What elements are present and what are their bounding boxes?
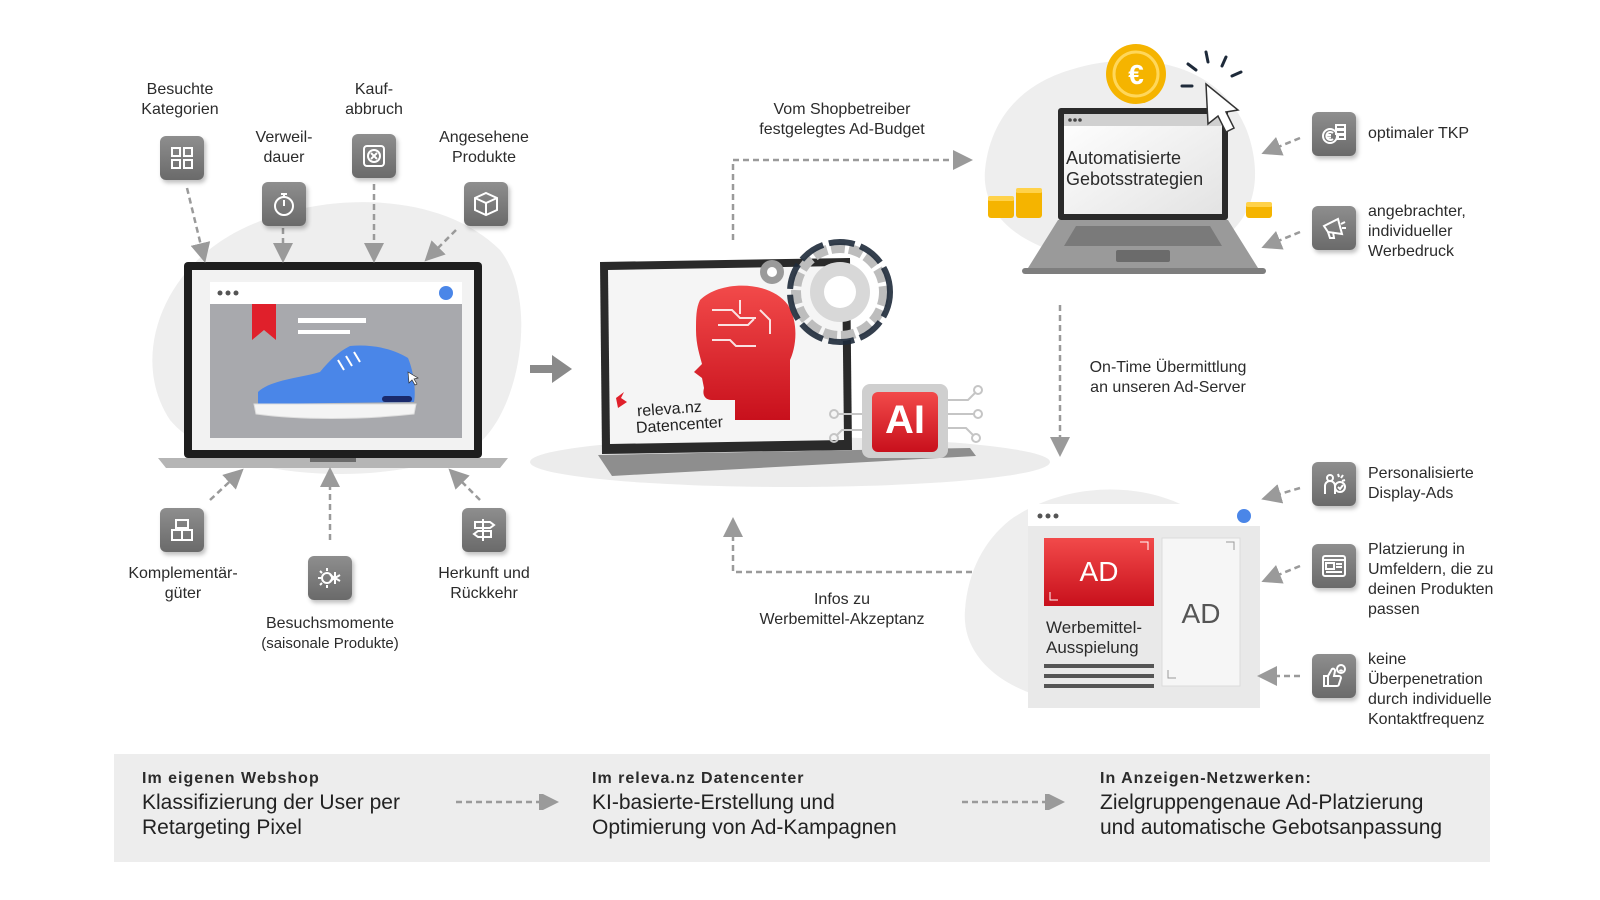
feature-personalisierte-ads: Personalisierte Display-Ads xyxy=(1368,465,1474,502)
sun-snow-season-icon xyxy=(308,556,352,600)
bidding-laptop: € xyxy=(988,44,1272,274)
label-verweildauer: Verweil- dauer xyxy=(255,129,313,166)
feature-platzierung: Platzierung in Umfeldern, die zu deinen … xyxy=(1368,541,1494,618)
label-angesehene-produkte: Angesehene Produkte xyxy=(439,129,529,166)
label-besuchsmomente-sub: (saisonale Produkte) xyxy=(261,635,399,652)
summary-webshop: Im eigenen Webshop Klassifizierung der U… xyxy=(142,770,400,840)
feature-werbedruck: angebrachter, individueller Werbedruck xyxy=(1368,203,1466,260)
summary-bar: Im eigenen Webshop Klassifizierung der U… xyxy=(114,754,1490,862)
feature-arrows xyxy=(1257,136,1301,686)
ai-badge: AI xyxy=(885,398,925,442)
summary-networks-heading: In Anzeigen-Netzwerken: xyxy=(1100,770,1312,787)
ad-delivery-label: Werbemittel- Ausspielung xyxy=(1046,618,1143,657)
stopwatch-icon xyxy=(262,182,306,226)
label-kaufabbruch: Kauf- abbruch xyxy=(345,81,403,118)
feature-keine-ueberpenetration: keine Überpenetration durch individuelle… xyxy=(1368,651,1492,728)
shoe xyxy=(258,345,415,404)
label-on-time: On-Time Übermittlung an unseren Ad-Serve… xyxy=(1089,359,1247,396)
categories-grid-icon xyxy=(160,136,204,180)
thumbs-up-smiley-icon xyxy=(1312,654,1356,698)
summary-datacenter: Im releva.nz Datencenter KI-basierte-Ers… xyxy=(592,770,897,840)
summary-arrow-2 xyxy=(962,794,1065,810)
ad-placement-icon xyxy=(1312,544,1356,588)
svg-text:€: € xyxy=(1128,59,1144,90)
coin-stacks xyxy=(988,188,1272,218)
summary-arrow-1 xyxy=(456,794,559,810)
main-arrow xyxy=(530,355,572,383)
webshop-laptop xyxy=(158,262,508,468)
summary-webshop-heading: Im eigenen Webshop xyxy=(142,770,320,787)
label-besuchsmomente: Besuchsmomente xyxy=(265,615,395,632)
summary-webshop-text: Klassifizierung der User per Retargeting… xyxy=(142,791,400,839)
feature-optimaler-tkp: optimaler TKP xyxy=(1368,125,1470,142)
datacenter-laptop xyxy=(598,239,983,476)
flow-arrows xyxy=(723,150,1070,574)
megaphone-icon xyxy=(1312,206,1356,250)
summary-datacenter-text: KI-basierte-Erstellung und Optimierung v… xyxy=(592,791,897,839)
ad-delivery-panel xyxy=(1028,504,1260,708)
summary-networks: In Anzeigen-Netzwerken: Zielgruppengenau… xyxy=(1100,770,1442,840)
summary-networks-text: Zielgruppengenaue Ad-Platzierung und aut… xyxy=(1100,791,1443,839)
input-arrows xyxy=(185,184,481,540)
product-box-icon xyxy=(464,182,508,226)
label-ad-budget: Vom Shopbetreiber festgelegtes Ad-Budget xyxy=(759,101,925,138)
ad-red-label: AD xyxy=(1079,556,1119,587)
bidding-screen-text: Automatisierte Gebotsstrategien xyxy=(1066,148,1204,189)
cancel-box-icon xyxy=(352,134,396,178)
complementary-blocks-icon xyxy=(160,508,204,552)
summary-datacenter-heading: Im releva.nz Datencenter xyxy=(592,770,805,787)
label-komplementaergueter: Komplementär- güter xyxy=(128,565,238,602)
signpost-icon xyxy=(462,508,506,552)
personalized-user-icon xyxy=(1312,462,1356,506)
label-herkunft: Herkunft und Rückkehr xyxy=(438,565,530,602)
label-infos: Infos zu Werbemittel-Akzeptanz xyxy=(759,591,925,628)
label-besuchte-kategorien: Besuchte Kategorien xyxy=(141,81,219,118)
euro-coins-icon xyxy=(1312,112,1356,156)
ad-gray-label: AD xyxy=(1181,598,1221,629)
